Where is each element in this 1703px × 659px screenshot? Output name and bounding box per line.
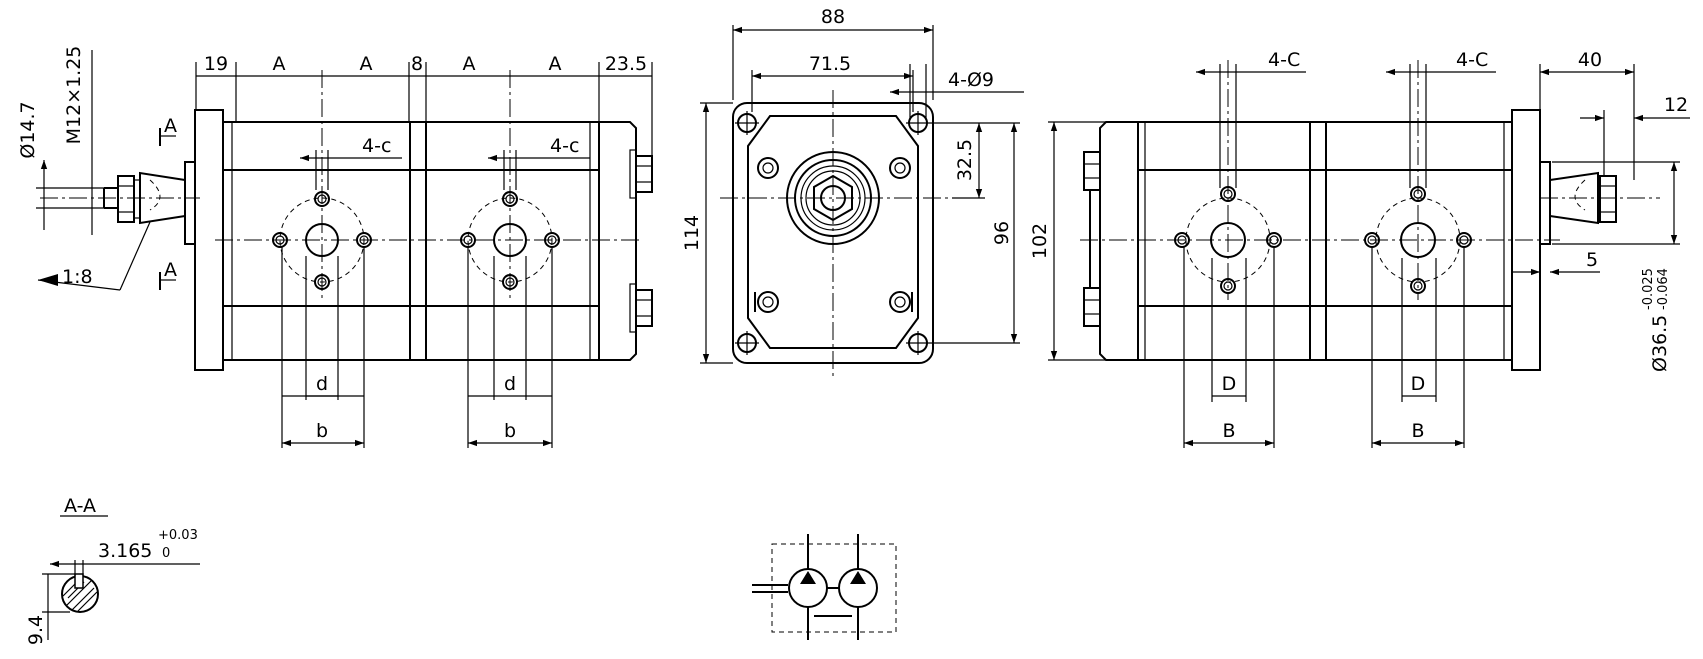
pilot-tol-upper: -0.025 xyxy=(1641,268,1656,310)
rear-stud-top xyxy=(629,149,653,199)
port-holes-label-1: 4-c xyxy=(362,135,391,157)
shaft-nut-hex xyxy=(813,174,853,222)
dim-top-a4: A xyxy=(549,53,562,75)
dim-top-a3: A xyxy=(463,53,476,75)
spacer-plate-right xyxy=(1309,121,1327,361)
rear-cover-right xyxy=(1099,121,1139,361)
symbol-enclosure xyxy=(771,543,897,633)
dim-top-8: 8 xyxy=(411,53,423,75)
port-small-label-right-1: D xyxy=(1222,373,1237,395)
body-octagon xyxy=(747,115,919,349)
bolt-holes-label: 4-Ø9 xyxy=(948,69,994,91)
port-holes-label-2: 4-c xyxy=(550,135,579,157)
front-stud-bottom xyxy=(1083,287,1101,327)
svg-text:A: A xyxy=(273,53,286,75)
dim-bolt-span: 71.5 xyxy=(809,53,851,75)
thread-label: M12×1.25 xyxy=(63,46,85,145)
key-tol-upper: +0.03 xyxy=(158,528,198,543)
dim-height-bolt: 96 xyxy=(991,221,1013,245)
pilot-boss xyxy=(184,161,196,245)
svg-text:8: 8 xyxy=(411,53,423,75)
port-large-label-right-2: B xyxy=(1411,420,1424,442)
dim-40: 40 xyxy=(1578,49,1602,71)
front-view: 88 71.5 4-Ø9 114 96 32.5 xyxy=(681,6,1024,380)
dim-top-19: 19 xyxy=(204,53,228,75)
section-mark-bottom: A xyxy=(164,259,177,281)
pilot-tol-lower: -0.064 xyxy=(1656,268,1671,310)
outlet-port-2 xyxy=(1364,60,1472,300)
taper-symbol xyxy=(38,274,58,286)
port-small-label-right-2: D xyxy=(1411,373,1426,395)
pump-section-1-right xyxy=(1137,121,1311,361)
svg-text:23.5: 23.5 xyxy=(605,53,647,75)
hydraulic-symbol xyxy=(752,534,897,640)
outlet-port-1 xyxy=(1174,60,1282,300)
svg-text:A: A xyxy=(360,53,373,75)
section-aa: A-A 3.165 +0.03 0 9.4 xyxy=(25,495,200,645)
port-small-label-2: d xyxy=(504,373,516,395)
key-tol-lower: 0 xyxy=(162,546,170,561)
svg-text:A: A xyxy=(463,53,476,75)
svg-text:19: 19 xyxy=(204,53,228,75)
rear-cover xyxy=(598,121,637,361)
port-large-label-right-1: B xyxy=(1222,420,1235,442)
rear-stud-bottom xyxy=(629,283,653,333)
section-title: A-A xyxy=(64,495,96,517)
key-height-label: 9.4 xyxy=(25,615,47,645)
dim-top-a1: A xyxy=(273,53,286,75)
port-large-label-2: b xyxy=(504,420,516,442)
dim-5: 5 xyxy=(1586,249,1598,271)
dim-center-offset: 32.5 xyxy=(954,139,976,181)
inlet-port-1 xyxy=(272,70,372,300)
dim-width-outer: 88 xyxy=(821,6,845,28)
port-small-label-1: d xyxy=(316,373,328,395)
dim-12: 12 xyxy=(1664,94,1688,116)
dim-height-outer: 114 xyxy=(681,215,703,251)
inlet-port-2 xyxy=(460,70,560,300)
dim-height-right: 102 xyxy=(1029,223,1051,259)
left-side-view: 19 A A 8 A A 23.5 Ø14.7 M12×1.25 1:8 A A… xyxy=(17,46,653,448)
right-side-view: 102 4-C 4-C D B D B 40 12 xyxy=(1029,49,1690,448)
front-stud-top xyxy=(1083,151,1101,191)
taper-label: 1:8 xyxy=(62,266,93,288)
key-width-label: 3.165 xyxy=(98,540,152,562)
port-large-label-1: b xyxy=(316,420,328,442)
shaft-nut-right xyxy=(1599,175,1617,223)
section-mark-top: A xyxy=(164,115,177,137)
pilot-diameter-label: Ø36.5 xyxy=(1649,315,1671,372)
pilot-hub xyxy=(786,151,880,245)
key-slot xyxy=(74,573,84,589)
pump-section-2-right xyxy=(1325,121,1513,361)
port-holes-label-right-1: 4-C xyxy=(1268,49,1300,71)
dim-top-23-5: 23.5 xyxy=(605,53,647,75)
spacer-plate xyxy=(409,121,427,361)
shaft-diameter-label: Ø14.7 xyxy=(17,101,39,158)
port-holes-label-right-2: 4-C xyxy=(1456,49,1488,71)
shaft-nut xyxy=(117,175,135,223)
dim-top-a2: A xyxy=(360,53,373,75)
svg-text:A: A xyxy=(549,53,562,75)
